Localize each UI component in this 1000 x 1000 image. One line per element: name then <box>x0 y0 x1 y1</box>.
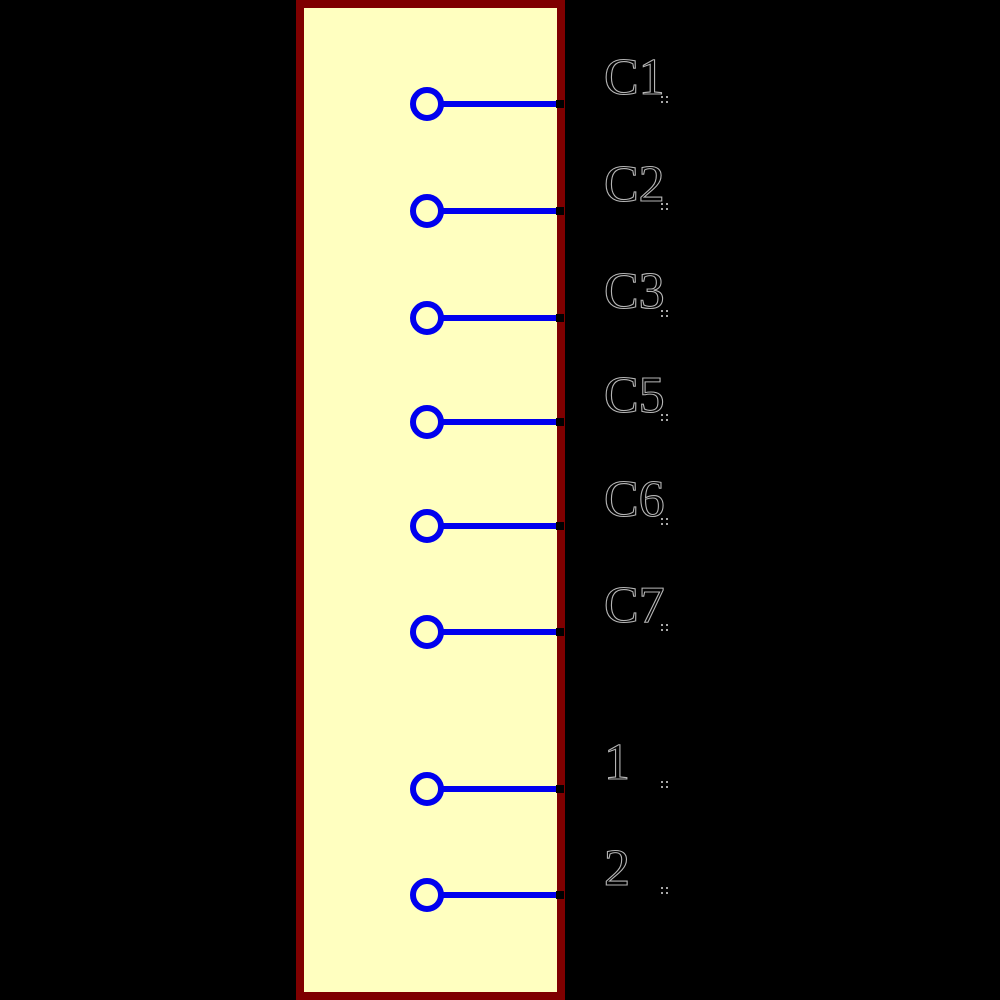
pin-attribute-dots-icon <box>661 310 663 312</box>
pin-endpoint[interactable] <box>556 522 564 530</box>
pin-endpoint[interactable] <box>556 418 564 426</box>
pin-endpoint[interactable] <box>556 314 564 322</box>
pin-attribute-dots-icon <box>661 96 663 98</box>
component-body[interactable] <box>296 0 565 1000</box>
pin-line <box>441 101 559 107</box>
pin-attribute-dots-icon <box>661 518 663 520</box>
pin-circle-icon <box>410 405 444 439</box>
pin-label: 2 <box>603 840 630 897</box>
pin-circle-icon <box>410 509 444 543</box>
pin-circle-icon <box>410 87 444 121</box>
pin-line <box>441 892 559 898</box>
pin-label: C5 <box>603 367 665 424</box>
pin-label: C3 <box>603 263 665 320</box>
pin-attribute-dots-icon <box>661 781 663 783</box>
pin-attribute-dots-icon <box>661 414 663 416</box>
pin-attribute-dots-icon <box>661 203 663 205</box>
pin-endpoint[interactable] <box>556 100 564 108</box>
pin-line <box>441 786 559 792</box>
pin-circle-icon <box>410 301 444 335</box>
pin-attribute-dots-icon <box>661 624 663 626</box>
pin-line <box>441 419 559 425</box>
pin-label: 1 <box>603 734 630 791</box>
pin-label: C1 <box>603 49 665 106</box>
pin-label: C7 <box>603 577 665 634</box>
pin-circle-icon <box>410 194 444 228</box>
pin-endpoint[interactable] <box>556 207 564 215</box>
pin-label: C6 <box>603 471 665 528</box>
pin-line <box>441 315 559 321</box>
pin-attribute-dots-icon <box>661 887 663 889</box>
pin-circle-icon <box>410 615 444 649</box>
pin-line <box>441 208 559 214</box>
pin-line <box>441 629 559 635</box>
pin-circle-icon <box>410 772 444 806</box>
pin-endpoint[interactable] <box>556 891 564 899</box>
pin-circle-icon <box>410 878 444 912</box>
pin-label: C2 <box>603 156 665 213</box>
pin-endpoint[interactable] <box>556 785 564 793</box>
pin-endpoint[interactable] <box>556 628 564 636</box>
pin-line <box>441 523 559 529</box>
